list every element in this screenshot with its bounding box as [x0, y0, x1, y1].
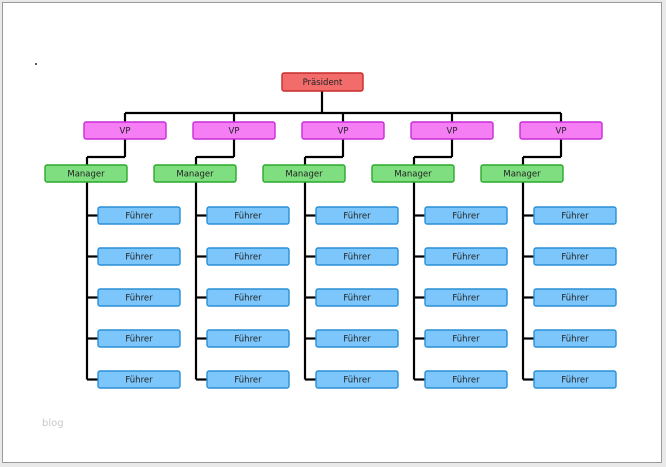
vp-box: [519, 121, 603, 140]
lead-box: [97, 206, 181, 225]
lead-box-label: Führer: [452, 335, 480, 345]
lead-box-label: Führer: [343, 376, 371, 386]
lead-box: [533, 247, 617, 266]
manager-box-label: Manager: [503, 170, 541, 180]
lead-box-label: Führer: [452, 294, 480, 304]
lead-box-label: Führer: [561, 212, 589, 222]
manager-box-label: Manager: [67, 170, 105, 180]
lead-box-label: Führer: [234, 212, 262, 222]
lead-box-label: Führer: [561, 294, 589, 304]
lead-box-label: Führer: [561, 376, 589, 386]
watermark: blog: [42, 418, 64, 429]
lead-box-label: Führer: [561, 335, 589, 345]
lead-box: [533, 329, 617, 348]
lead-box: [424, 288, 508, 307]
lead-box: [424, 329, 508, 348]
lead-box-label: Führer: [125, 376, 153, 386]
manager-box: [44, 164, 128, 183]
lead-box-label: Führer: [452, 376, 480, 386]
lead-box: [315, 288, 399, 307]
lead-box-label: Führer: [125, 212, 153, 222]
lead-box-label: Führer: [234, 335, 262, 345]
vp-box: [301, 121, 385, 140]
lead-box-label: Führer: [343, 335, 371, 345]
lead-box: [315, 206, 399, 225]
lead-box-label: Führer: [234, 253, 262, 263]
lead-box: [315, 329, 399, 348]
lead-box: [97, 247, 181, 266]
manager-box: [153, 164, 237, 183]
lead-box: [424, 247, 508, 266]
manager-box-label: Manager: [394, 170, 432, 180]
lead-box: [315, 370, 399, 389]
manager-box-label: Manager: [176, 170, 214, 180]
lead-box-label: Führer: [343, 253, 371, 263]
lead-box: [206, 288, 290, 307]
lead-box: [206, 206, 290, 225]
lead-box: [533, 288, 617, 307]
vp-box-label: VP: [556, 127, 567, 137]
lead-box: [533, 370, 617, 389]
manager-box: [371, 164, 455, 183]
lead-box-label: Führer: [125, 294, 153, 304]
manager-box: [262, 164, 346, 183]
org-chart: PräsidentVPManagerFührerFührerFührerFühr…: [44, 72, 617, 389]
vp-box-label: VP: [120, 127, 131, 137]
lead-box: [424, 206, 508, 225]
lead-box-label: Führer: [452, 253, 480, 263]
president-box: [281, 72, 364, 92]
lead-box: [97, 370, 181, 389]
vp-box-label: VP: [229, 127, 240, 137]
vp-box-label: VP: [338, 127, 349, 137]
lead-box-label: Führer: [452, 212, 480, 222]
stray-dot: [35, 63, 37, 65]
lead-box: [315, 247, 399, 266]
president-box-label: Präsident: [303, 78, 343, 88]
lead-box: [97, 329, 181, 348]
lead-box-label: Führer: [125, 335, 153, 345]
lead-box-label: Führer: [343, 212, 371, 222]
vp-box-label: VP: [447, 127, 458, 137]
lead-box-label: Führer: [343, 294, 371, 304]
manager-box-label: Manager: [285, 170, 323, 180]
lead-box: [97, 288, 181, 307]
lead-box-label: Führer: [234, 294, 262, 304]
vp-box: [410, 121, 494, 140]
lead-box-label: Führer: [561, 253, 589, 263]
lead-box-label: Führer: [234, 376, 262, 386]
manager-box: [480, 164, 564, 183]
vp-box: [83, 121, 167, 140]
lead-box: [206, 329, 290, 348]
lead-box: [206, 247, 290, 266]
lead-box: [206, 370, 290, 389]
vp-box: [192, 121, 276, 140]
lead-box: [533, 206, 617, 225]
lead-box-label: Führer: [125, 253, 153, 263]
lead-box: [424, 370, 508, 389]
